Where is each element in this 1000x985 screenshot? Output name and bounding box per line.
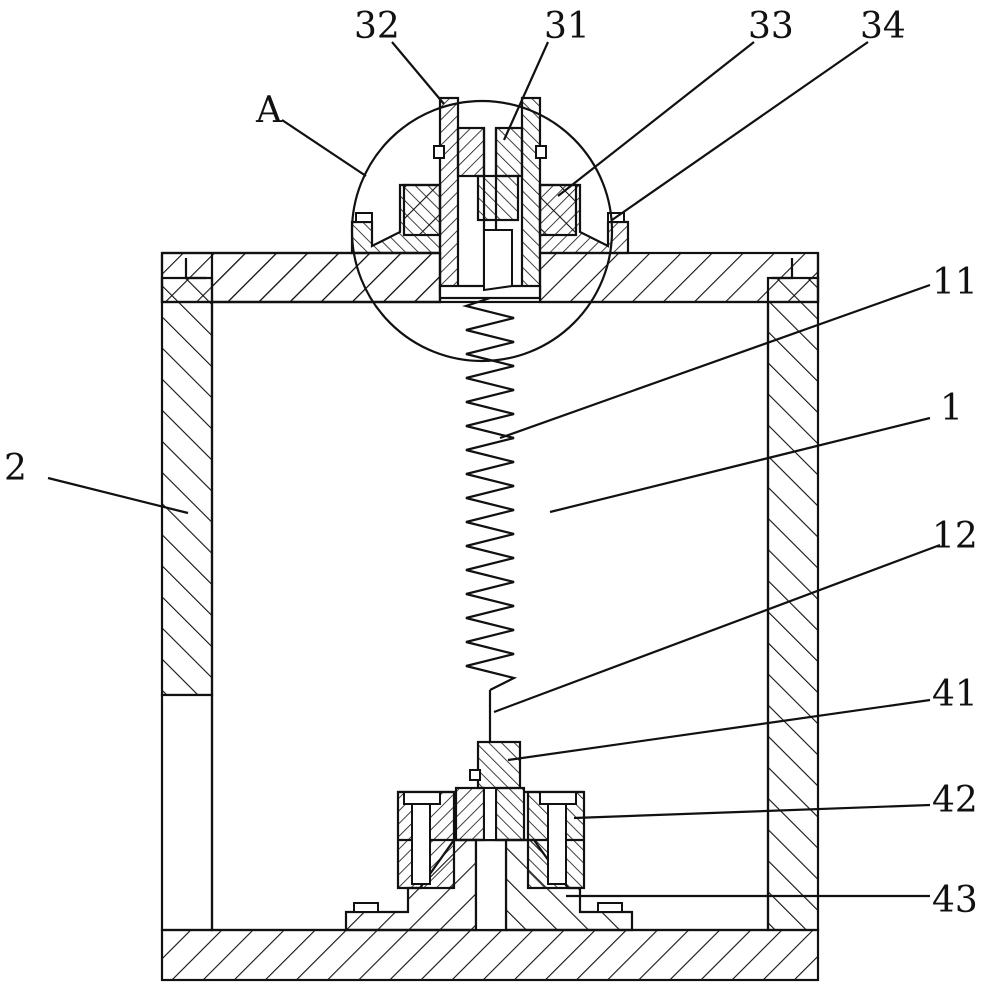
bolt-right-head	[539, 791, 577, 805]
callout-11: 11	[932, 262, 978, 303]
housing-right-wall	[766, 276, 820, 932]
tube-32-left-wall	[438, 96, 460, 295]
callout-a: A	[255, 90, 283, 131]
base-bore	[474, 838, 508, 932]
callout-1: 1	[940, 388, 963, 429]
callout-43: 43	[932, 880, 978, 921]
leader-11	[499, 283, 931, 440]
bolt-right-shank	[547, 803, 567, 885]
callouts: 32 31 33 34 A 11 1 2 12 41 42 43	[4, 6, 978, 921]
base-screw-right	[597, 902, 623, 913]
flange-screw-left	[355, 212, 373, 223]
leader-34	[611, 41, 869, 221]
tube-32-right-wall	[520, 96, 542, 295]
base-screw-left	[353, 902, 379, 913]
detail-circle-a	[350, 99, 614, 363]
callout-31: 31	[544, 6, 590, 47]
collar-33-right	[538, 183, 578, 237]
leader-32	[391, 41, 445, 105]
bolt-left-head	[403, 791, 441, 805]
coupling-41	[476, 740, 522, 790]
leader-31	[502, 41, 550, 141]
tube-pin-right	[535, 145, 547, 159]
collar-33-left	[402, 183, 442, 237]
callout-12: 12	[932, 516, 978, 557]
callout-33: 33	[748, 6, 794, 47]
leader-2	[47, 476, 189, 515]
callout-42: 42	[932, 780, 978, 821]
callout-34: 34	[860, 6, 906, 47]
plug-31-right	[494, 126, 524, 178]
coupling-41-nut-right	[494, 786, 526, 842]
coupling-41-pin	[469, 769, 481, 781]
spring-11	[462, 296, 518, 691]
leader-a	[281, 119, 367, 177]
leader-1	[549, 416, 931, 514]
housing-left-wall	[160, 276, 214, 697]
callout-41: 41	[932, 674, 978, 715]
top-assembly	[350, 96, 630, 300]
callout-32: 32	[354, 6, 400, 47]
leader-33	[557, 41, 755, 197]
bolt-left-shank	[411, 803, 431, 885]
leader-12	[493, 543, 941, 714]
leader-42	[573, 803, 931, 820]
housing	[160, 251, 820, 982]
plug-31-left	[456, 126, 486, 178]
bottom-assembly	[344, 740, 634, 932]
tube-pin-left	[433, 145, 445, 159]
housing-left-wall-lower	[160, 693, 214, 932]
spring-hook	[483, 229, 513, 292]
callout-2: 2	[4, 448, 27, 489]
coupling-41-core	[483, 787, 497, 841]
housing-bottom-plate	[160, 928, 820, 982]
leader-41	[507, 698, 931, 762]
leader-lines	[47, 41, 941, 898]
coupling-41-nut-left	[454, 786, 486, 842]
